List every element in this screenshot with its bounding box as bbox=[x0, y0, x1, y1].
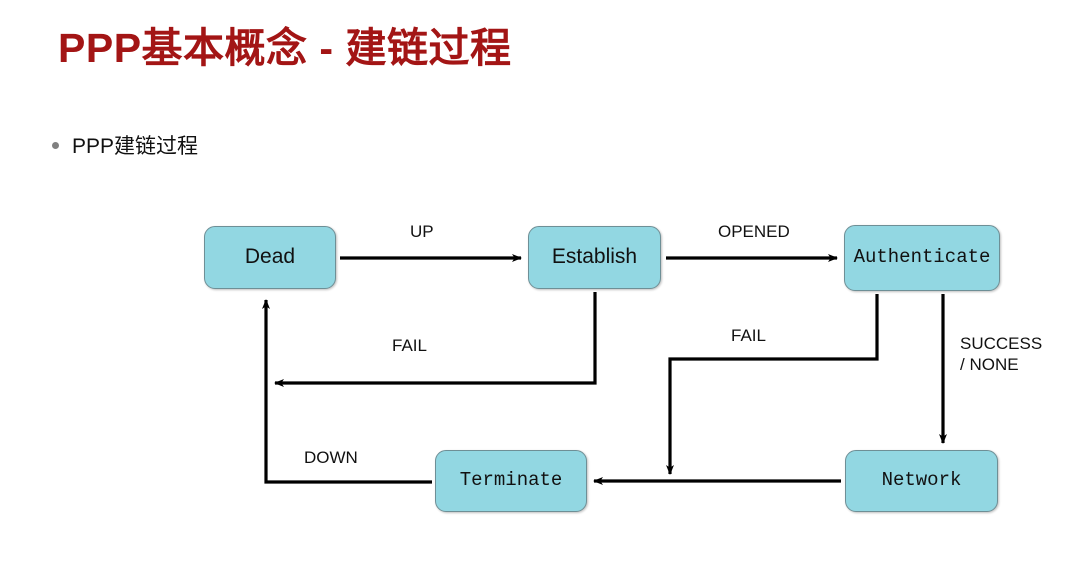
bullet-item-label: PPP建链过程 bbox=[72, 135, 199, 158]
state-node-dead-label: Dead bbox=[244, 245, 296, 269]
edge-fail-establish bbox=[274, 292, 597, 387]
page-title: PPP基本概念 - 建链过程 bbox=[58, 25, 512, 71]
state-node-authenticate-label: Authenticate bbox=[853, 246, 991, 269]
state-node-establish[interactable]: Establish bbox=[528, 226, 661, 289]
edge-label-down: DOWN bbox=[304, 448, 358, 467]
edge-fail-authenticate bbox=[666, 294, 879, 475]
edge-label-fail-establish: FAIL bbox=[392, 336, 427, 355]
state-node-terminate-label: Terminate bbox=[459, 469, 563, 492]
edge-label-up: UP bbox=[410, 222, 434, 241]
edge-label-fail-authenticate: FAIL bbox=[731, 326, 766, 345]
edge-label-opened: OPENED bbox=[718, 222, 790, 241]
state-node-establish-label: Establish bbox=[551, 245, 638, 269]
state-node-network-label: Network bbox=[881, 469, 962, 492]
state-node-dead[interactable]: Dead bbox=[204, 226, 336, 289]
state-node-network[interactable]: Network bbox=[845, 450, 998, 512]
bullet-list-item: PPP建链过程 bbox=[52, 130, 198, 160]
state-node-terminate[interactable]: Terminate bbox=[435, 450, 587, 512]
edge-down bbox=[262, 299, 432, 484]
edge-label-success-none-line2: / NONE bbox=[960, 354, 1019, 374]
bullet-dot-icon bbox=[52, 141, 59, 149]
edge-label-success-none-line1: SUCCESS bbox=[960, 334, 1043, 353]
state-node-authenticate[interactable]: Authenticate bbox=[844, 225, 1000, 291]
edge-label-success-none: SUCCESS / NONE bbox=[960, 334, 1042, 375]
